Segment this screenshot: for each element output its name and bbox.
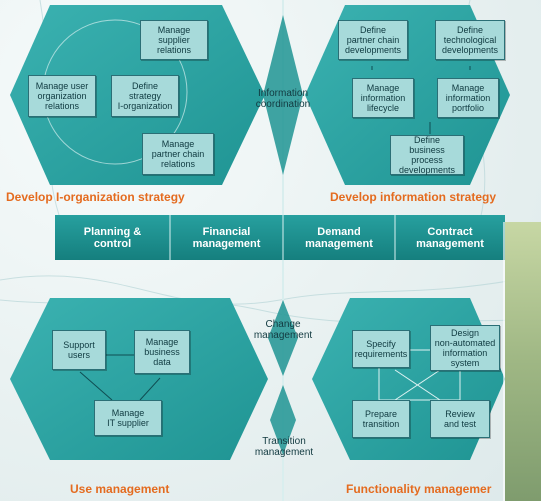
support-users-box[interactable]: Support users xyxy=(52,330,106,370)
manage-partner-chain-relations-box[interactable]: Manage partner chain relations xyxy=(142,133,214,175)
manage-information-portfolio-box[interactable]: Manage information portfolio xyxy=(437,78,499,118)
manage-user-organization-relations-box[interactable]: Manage user organization relations xyxy=(28,75,96,117)
prepare-transition-box[interactable]: Prepare transition xyxy=(352,400,410,438)
manage-business-data-box[interactable]: Manage business data xyxy=(134,330,190,374)
review-and-test-box[interactable]: Review and test xyxy=(430,400,490,438)
manage-it-supplier-box[interactable]: Manage IT supplier xyxy=(94,400,162,436)
develop-i-organization-strategy-title: Develop I-organization strategy xyxy=(6,190,185,204)
change-management-label: Change management xyxy=(253,319,313,341)
define-partner-chain-developments-box[interactable]: Define partner chain developments xyxy=(338,20,408,60)
contract-management-cell[interactable]: Contract management xyxy=(416,225,484,250)
financial-management-cell[interactable]: Financial management xyxy=(192,225,261,250)
define-strategy-box[interactable]: Define strategy I-organization xyxy=(111,75,179,117)
manage-information-lifecycle-box[interactable]: Manage information lifecycle xyxy=(352,78,414,118)
manage-supplier-relations-box[interactable]: Manage supplier relations xyxy=(140,20,208,60)
use-management-title: Use management xyxy=(70,482,170,496)
develop-information-strategy-title: Develop information strategy xyxy=(330,190,497,204)
center-diamond-bottom xyxy=(270,385,296,455)
demand-management-cell[interactable]: Demand management xyxy=(305,225,373,250)
center-diamond-middle xyxy=(268,300,298,376)
center-diamond-top xyxy=(263,15,303,175)
functionality-management-title: Functionality managemer xyxy=(346,482,492,496)
connectors-bottom-left xyxy=(79,354,161,401)
planning-control-cell[interactable]: Planning & control xyxy=(83,225,142,250)
specify-requirements-box[interactable]: Specify requirements xyxy=(352,330,410,368)
information-coordination-label: Information coordination xyxy=(255,88,311,110)
connectors-top-right xyxy=(371,66,471,134)
transition-management-label: Transition management xyxy=(254,436,314,458)
design-non-automated-information-system-box[interactable]: Design non-automated information system xyxy=(430,325,500,371)
define-technological-developments-box[interactable]: Define technological developments xyxy=(435,20,505,60)
define-business-process-developments-box[interactable]: Define business process developments xyxy=(390,135,464,175)
cropped-photo-thumbnail xyxy=(505,222,541,501)
management-strip xyxy=(55,215,505,260)
